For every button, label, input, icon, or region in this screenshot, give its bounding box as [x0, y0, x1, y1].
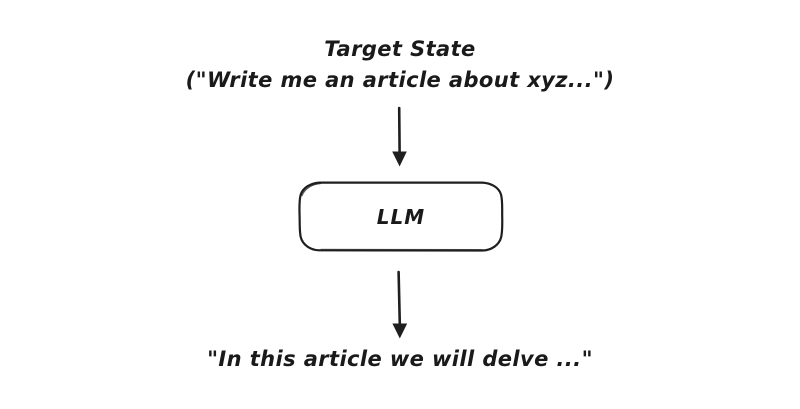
llm-output-text: "In this article we will delve ..." — [207, 347, 593, 371]
llm-node-box[interactable] — [298, 181, 504, 252]
llm-node-label: LLM — [376, 205, 426, 229]
target-state-prompt: ("Write me an article about xyz...") — [185, 68, 615, 92]
target-state-title: Target State — [324, 37, 476, 61]
arrow-llm-to-output — [392, 270, 408, 339]
arrow-target-to-llm — [392, 106, 407, 167]
